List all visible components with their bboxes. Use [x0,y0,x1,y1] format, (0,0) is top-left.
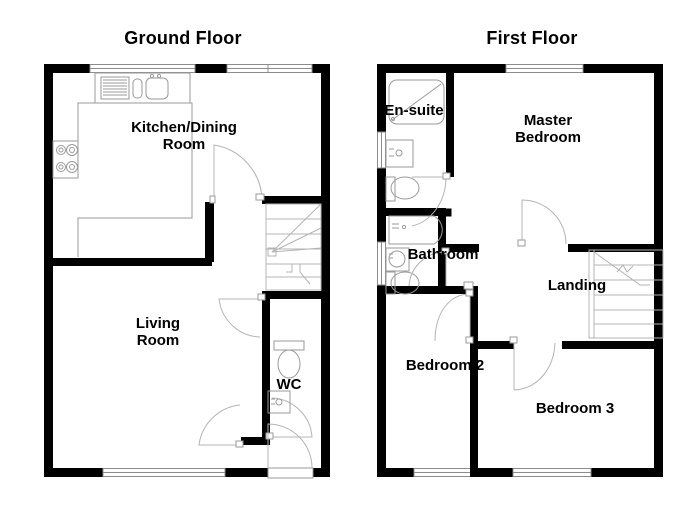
ground-internal-walls [53,196,321,445]
ground-room-labels: Kitchen/Dining Room Living Room WC [131,119,302,393]
bathroom-toilet-icon [385,271,420,295]
first-floor-plan: En-suite Master Bedroom Bathroom Landing… [377,64,664,477]
room-label-landing: Landing [548,277,606,294]
first-room-labels: En-suite Master Bedroom Bathroom Landing… [384,102,614,417]
ensuite-door-icon [411,172,452,227]
bedroom-2-door-icon [434,289,474,344]
first-staircase-icon [588,249,664,339]
kitchen-rear-window-icon [89,64,196,73]
kitchen-sink-icon [100,73,169,100]
room-label-master-bedroom-2: Bedroom [515,129,581,146]
ground-wc-fixtures [267,340,305,414]
room-label-master-bedroom: Master [524,112,573,129]
room-label-kitchen-dining: Kitchen/Dining [131,119,237,136]
living-to-hall-door-icon [218,293,266,338]
room-label-living: Living [136,315,180,332]
bathroom-basin-icon [385,247,410,272]
hall-rear-window-icon [226,64,313,73]
ground-windows [89,64,313,477]
wc-basin-icon [267,390,291,414]
first-ensuite-fixtures [385,79,445,202]
living-front-window-icon [102,468,226,477]
ensuite-basin-icon [385,139,414,168]
ground-floor-plan: Kitchen/Dining Room Living Room WC [44,64,330,479]
room-label-living-2: Room [137,332,180,349]
bathroom-door-icon [408,247,474,290]
bathroom-bath-icon [388,215,443,245]
ground-outer-walls [44,64,330,477]
ensuite-shower-icon [388,79,445,125]
bedroom-2-front-window-icon [413,468,476,477]
bedroom-3-front-window-icon [512,468,592,477]
wc-toilet-icon [273,340,305,379]
bedroom-3-door-icon [509,336,556,391]
kitchen-hob-icon [52,140,79,179]
first-outer-walls [377,64,663,477]
ground-floor-title: Ground Floor [124,28,242,48]
first-floor-title: First Floor [486,28,578,48]
room-label-kitchen-dining-2: Room [163,136,206,153]
first-internal-walls [386,73,663,477]
ensuite-toilet-icon [385,176,420,202]
kitchen-to-hall-door-icon [209,144,265,204]
bathroom-side-window-icon [377,241,386,286]
master-rear-window-icon [505,64,584,73]
room-label-bedroom-2: Bedroom 2 [406,357,484,374]
first-doors [408,172,567,391]
first-bathroom-fixtures [385,215,443,295]
room-label-en-suite: En-suite [384,102,443,119]
master-bedroom-door-icon [517,199,567,247]
front-door-icon [267,423,314,479]
ensuite-side-window-icon [377,131,386,169]
room-label-bedroom-3: Bedroom 3 [536,400,614,417]
hall-inner-door-icon [198,404,244,448]
first-windows [377,64,592,477]
ground-doors [198,144,314,479]
ground-staircase-icon [265,203,322,291]
room-label-bathroom: Bathroom [408,246,479,263]
kitchen-counter-top-icon [94,72,191,104]
ground-kitchen-fixtures [52,72,193,257]
room-label-wc: WC [277,376,302,393]
